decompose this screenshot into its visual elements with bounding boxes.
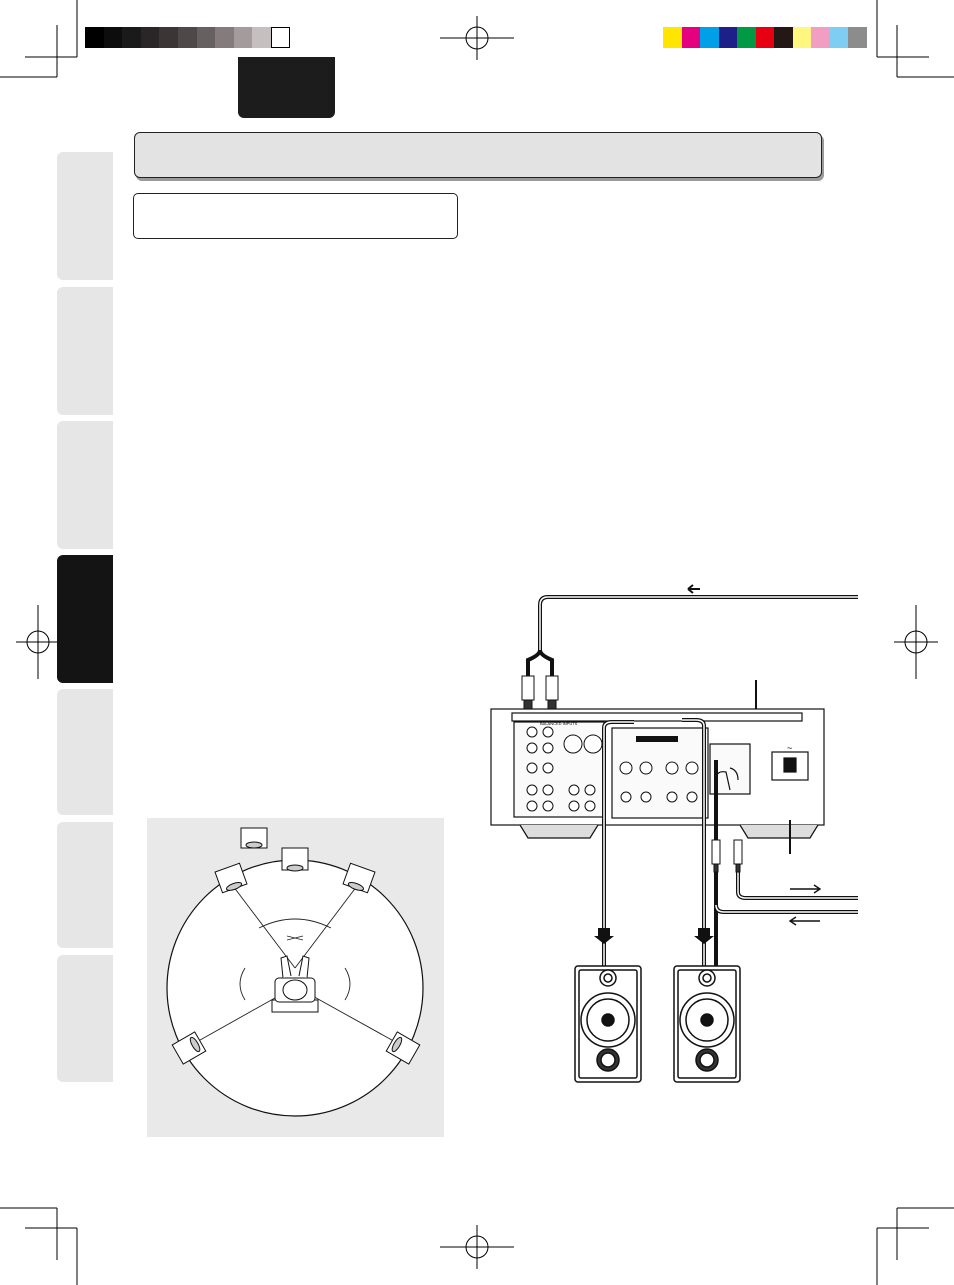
process-swatch [848,27,867,48]
gray-swatch [140,27,160,48]
process-swatch [774,27,793,48]
process-swatch [737,27,756,48]
process-swatch [811,27,830,48]
language-label-box [238,57,335,118]
speaker-placement-panel [147,818,444,1137]
process-swatch [718,27,737,48]
gray-swatch [85,27,104,48]
gray-swatch [233,27,253,48]
arrow-icon [594,928,714,944]
side-tab-2[interactable] [57,287,113,415]
process-swatch [755,27,774,48]
side-tab-7[interactable] [57,955,113,1082]
outlet-symbol: ~ [787,743,792,753]
arrow-icon [687,584,700,594]
process-swatch [792,27,811,48]
gray-swatch [196,27,216,48]
process-swatch [829,27,848,48]
process-swatch [663,27,682,48]
registration-mark-icon [16,16,938,1269]
side-tab-4-active[interactable] [57,555,113,683]
side-tab-1[interactable] [57,152,113,280]
rca-plug-icon [521,675,559,711]
side-tab-5[interactable] [57,689,113,815]
side-tab-6[interactable] [57,822,113,948]
listener-icon [271,955,319,1013]
process-swatch [700,27,719,48]
speaker-icon [574,965,741,1083]
subsection-title-box [133,193,458,239]
mini-plug-icon [711,839,743,873]
balanced-inputs-label: BALANCED INPUTS [540,721,578,726]
gray-swatch [178,27,197,48]
side-tab-3[interactable] [57,421,113,549]
process-swatch [681,27,700,48]
gray-swatch [122,27,141,48]
speaker-placement-diagram [166,827,424,1117]
gray-swatch [103,27,123,48]
section-title-bar [134,132,822,178]
speaker-icon [171,827,421,1065]
gray-swatch [215,27,234,48]
gray-swatch [159,27,178,48]
amplifier-icon [490,708,825,839]
gray-swatch [271,27,290,48]
gray-swatch [252,27,271,48]
arrow-icon [788,884,822,926]
